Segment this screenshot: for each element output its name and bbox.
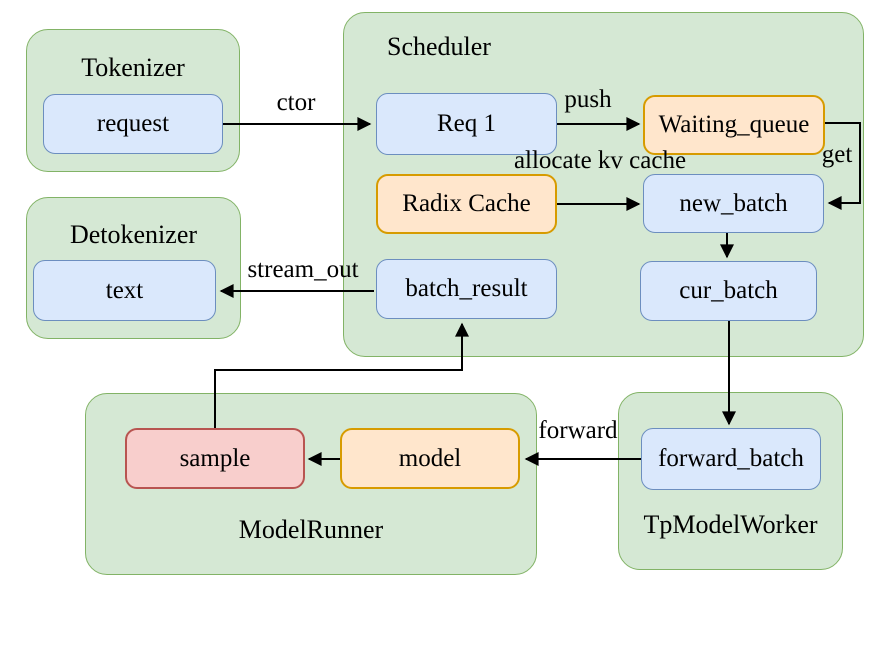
edge-label-push: push <box>564 86 612 113</box>
detokenizer-title: Detokenizer <box>69 220 198 249</box>
waiting-queue-node: Waiting_queue <box>643 95 825 155</box>
edge-label-allocate-kv-cache: allocate kv cache <box>513 147 687 174</box>
batch-result-node-label: batch_result <box>405 275 528 302</box>
model-runner-title: ModelRunner <box>238 515 384 544</box>
model-node-label: model <box>398 444 462 472</box>
edge-label-ctor: ctor <box>276 89 316 116</box>
edge-label-stream-out: stream_out <box>247 256 359 283</box>
model-node: model <box>340 428 520 489</box>
req1-node-label: Req 1 <box>436 110 497 137</box>
req1-node: Req 1 <box>376 93 557 155</box>
text-node: text <box>33 260 216 321</box>
batch-result-node: batch_result <box>376 259 557 319</box>
tokenizer-title: Tokenizer <box>81 53 185 82</box>
tp-model-worker-title: TpModelWorker <box>643 510 818 539</box>
sample-node: sample <box>125 428 305 489</box>
sample-node-label: sample <box>179 444 251 472</box>
new-batch-node: new_batch <box>643 174 824 233</box>
new-batch-node-label: new_batch <box>679 189 788 217</box>
scheduler-title: Scheduler <box>387 32 491 61</box>
radix-cache-node-label: Radix Cache <box>402 190 531 217</box>
waiting-queue-node-label: Waiting_queue <box>658 111 810 138</box>
radix-cache-node: Radix Cache <box>376 174 557 234</box>
cur-batch-node: cur_batch <box>640 261 817 321</box>
text-node-label: text <box>105 276 144 304</box>
edge-label-forward: forward <box>538 417 618 444</box>
forward-batch-node-label: forward_batch <box>658 445 804 472</box>
edge-label-get: get <box>821 141 853 168</box>
request-node: request <box>43 94 223 154</box>
request-node-label: request <box>96 110 170 137</box>
cur-batch-node-label: cur_batch <box>679 277 778 304</box>
forward-batch-node: forward_batch <box>641 428 821 490</box>
